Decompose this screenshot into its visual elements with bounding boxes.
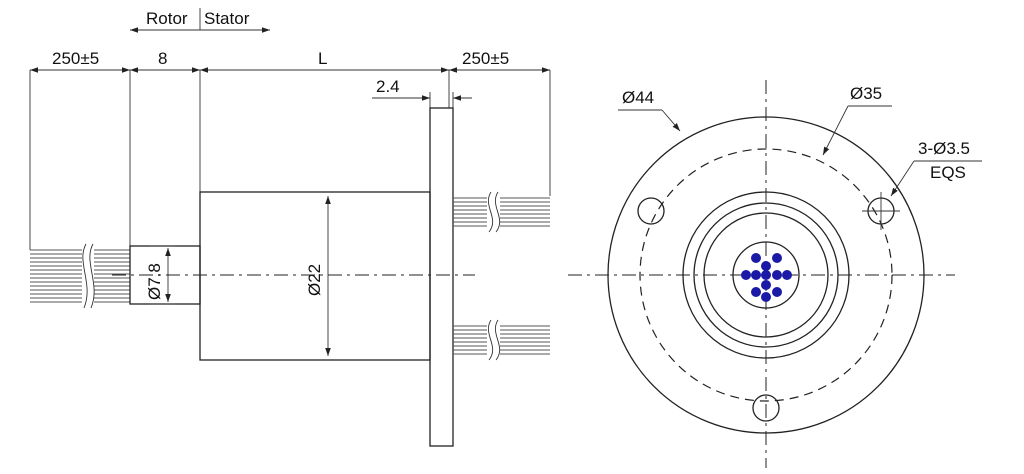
contact-dot (761, 261, 771, 271)
length-dimensions: 250±5 8 L 250±5 2.4 (29, 49, 551, 250)
rotor-lead-wires (30, 243, 130, 309)
flange-diameter-label: Ø44 (622, 88, 654, 107)
flange-outline (607, 116, 925, 434)
front-view: Ø44 Ø35 3-Ø3.5 EQS (568, 80, 982, 468)
equally-spaced-label: EQS (930, 163, 966, 182)
body-ring-middle (693, 202, 839, 348)
body-length: L (318, 49, 327, 68)
side-view: Rotor Stator 250±5 8 L 250±5 (29, 8, 551, 447)
mounting-hole-left (637, 197, 665, 225)
contact-dot (772, 253, 782, 263)
stator-label: Stator (204, 9, 250, 28)
body-ring-inner (703, 212, 829, 338)
contact-dot (741, 270, 751, 280)
holes-label: 3-Ø3.5 (918, 139, 970, 158)
rotor-ring (732, 241, 800, 309)
rotor-lead-length: 250±5 (52, 49, 99, 68)
contact-dot (751, 253, 761, 263)
rotor-label: Rotor (146, 9, 188, 28)
stator-lead-length: 250±5 (462, 49, 509, 68)
mounting-hole-bottom (752, 394, 780, 422)
pitch-circle (639, 148, 893, 402)
body-ring-outer (682, 191, 850, 359)
rotor-stator-label: Rotor Stator (130, 8, 270, 33)
flange (429, 107, 454, 447)
pitch-diameter-label: Ø35 (850, 84, 882, 103)
contact-dot (772, 287, 782, 297)
contact-dot (761, 292, 771, 302)
flange-thickness: 2.4 (376, 77, 400, 96)
contact-dot (761, 280, 771, 290)
contact-dot (751, 287, 761, 297)
stator-lead-wires (453, 191, 550, 361)
contact-dot (782, 270, 792, 280)
rotor-diameter: Ø7.8 (145, 263, 164, 300)
contact-bundle (741, 253, 792, 302)
rotor-length: 8 (158, 49, 167, 68)
contact-dot (761, 270, 771, 280)
contact-dot (751, 270, 761, 280)
body-diameter: Ø22 (305, 264, 324, 296)
contact-dot (772, 270, 782, 280)
